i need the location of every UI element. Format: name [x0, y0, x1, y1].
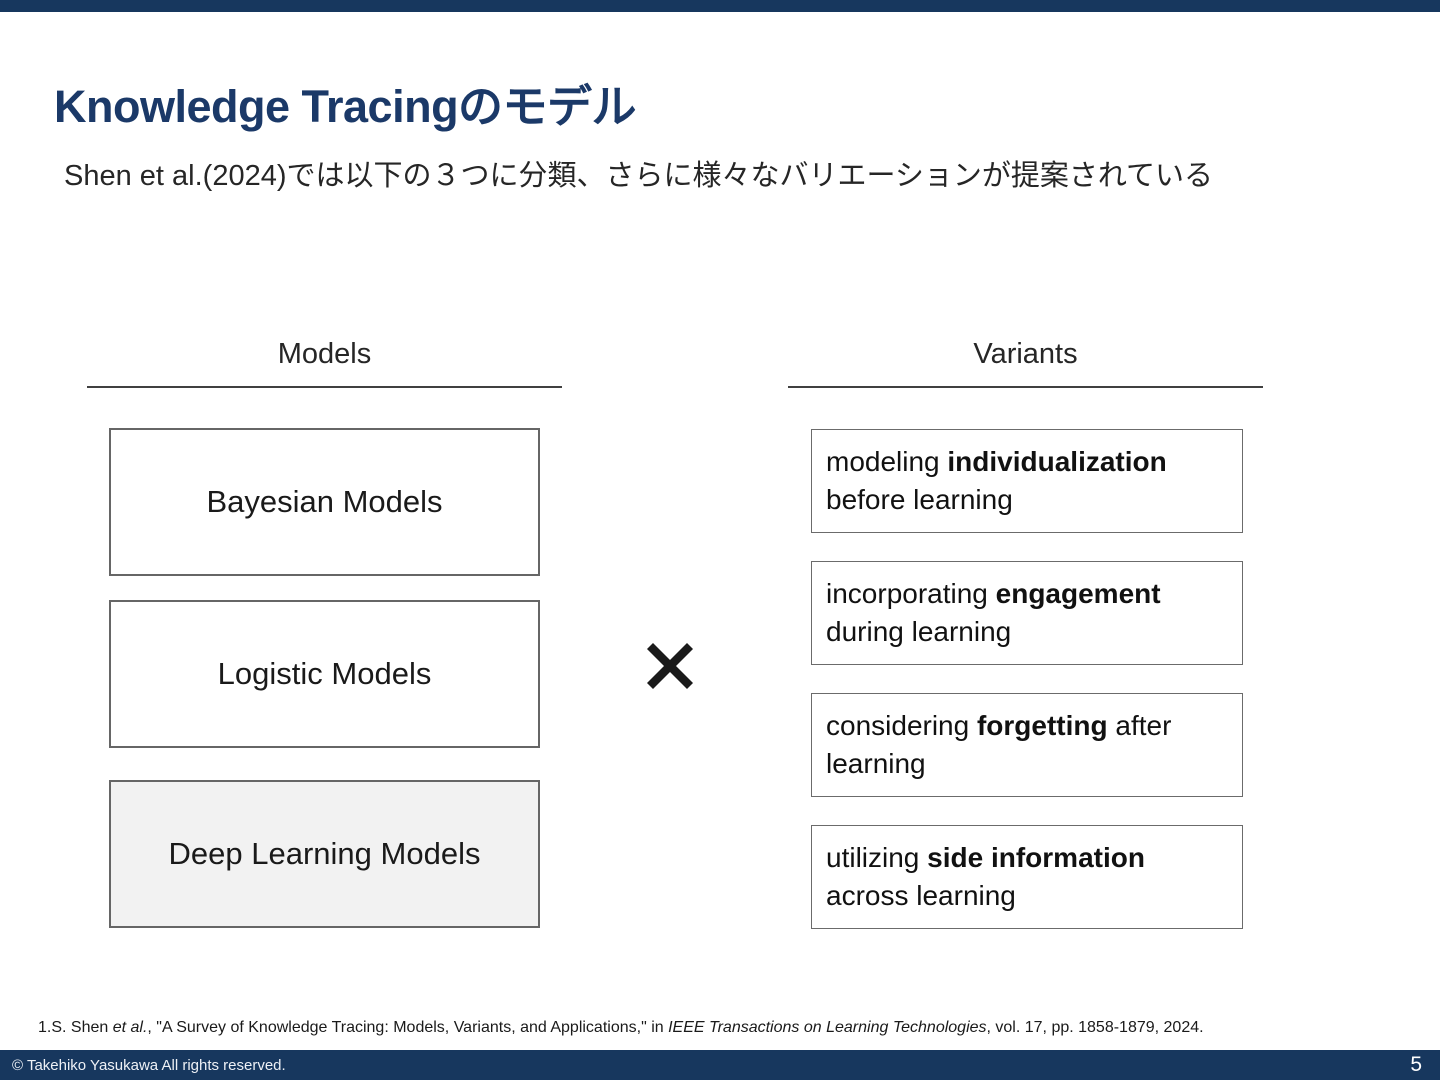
- variant-text-line2: across learning: [826, 880, 1016, 911]
- variant-text-line1: utilizing side information: [826, 842, 1145, 873]
- variant-box-forgetting: considering forgetting after learning: [811, 693, 1243, 797]
- variant-text-line1: incorporating engagement: [826, 578, 1161, 609]
- page-number: 5: [1410, 1053, 1422, 1076]
- model-box-deep-learning: Deep Learning Models: [109, 780, 540, 928]
- footer-bar: © Takehiko Yasukawa All rights reserved.…: [0, 1050, 1440, 1080]
- variants-column-header: Variants: [788, 338, 1263, 388]
- model-box-label: Logistic Models: [217, 656, 432, 691]
- footnote-journal: IEEE Transactions on Learning Technologi…: [668, 1019, 987, 1036]
- model-box-bayesian: Bayesian Models: [109, 428, 540, 576]
- reference-footnote: 1.S. Shen et al., "A Survey of Knowledge…: [38, 1019, 1418, 1037]
- variant-text-line1: modeling individualization: [826, 446, 1167, 477]
- page-title: Knowledge Tracingのモデル: [54, 81, 637, 132]
- footnote-et-al: et al.: [112, 1019, 148, 1036]
- top-accent-bar: [0, 0, 1440, 12]
- variant-text-line1: considering forgetting after: [826, 710, 1172, 741]
- variant-box-side-information: utilizing side information across learni…: [811, 825, 1243, 929]
- variant-text-line2: during learning: [826, 616, 1012, 647]
- variant-box-engagement: incorporating engagement during learning: [811, 561, 1243, 665]
- footnote-text: 1.S. Shen: [38, 1019, 113, 1036]
- model-box-label: Bayesian Models: [206, 484, 443, 519]
- page-subtitle: Shen et al.(2024)では以下の３つに分類、さらに様々なバリエーショ…: [64, 160, 1214, 192]
- variant-box-individualization: modeling individualization before learni…: [811, 429, 1243, 533]
- copyright-text: © Takehiko Yasukawa All rights reserved.: [12, 1056, 286, 1074]
- model-box-logistic: Logistic Models: [109, 600, 540, 748]
- variant-text-line2: before learning: [826, 484, 1013, 515]
- variant-text-line2: learning: [826, 748, 926, 779]
- model-box-label: Deep Learning Models: [168, 836, 481, 871]
- footnote-text: , vol. 17, pp. 1858-1879, 2024.: [986, 1019, 1204, 1036]
- footnote-text: , "A Survey of Knowledge Tracing: Models…: [147, 1019, 669, 1036]
- multiply-icon: [646, 642, 694, 690]
- models-column-header: Models: [87, 338, 562, 388]
